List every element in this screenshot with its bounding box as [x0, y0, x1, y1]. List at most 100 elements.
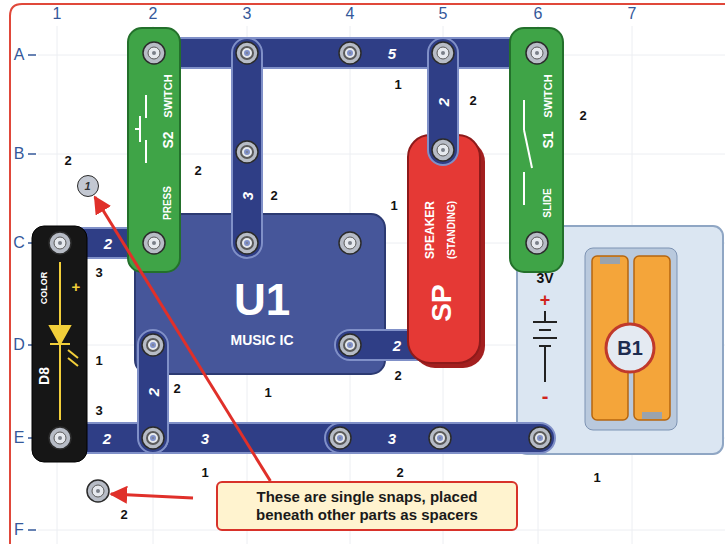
snap — [526, 42, 548, 64]
part-label: SP — [428, 284, 456, 321]
snap-wire — [325, 423, 555, 453]
snap — [339, 334, 361, 356]
snap-wire — [428, 38, 458, 165]
battery-badge — [606, 324, 654, 372]
single-snap: 1 — [77, 175, 99, 197]
wire-number: 2 — [436, 98, 451, 106]
wire-number: 3 — [201, 431, 209, 446]
part-label: COLOR — [40, 272, 49, 305]
color-led — [32, 226, 87, 462]
snap — [143, 232, 165, 254]
grid-label: 1 — [53, 6, 62, 22]
diode-lead — [59, 262, 61, 326]
snap-wires — [45, 38, 555, 453]
snap — [339, 334, 361, 356]
snap — [432, 42, 454, 64]
light-arrow — [68, 350, 78, 358]
snap — [339, 42, 361, 64]
level-number: 1 — [390, 199, 397, 212]
level-number: 2 — [173, 382, 180, 395]
level-number: 3 — [95, 266, 102, 279]
row-tick — [28, 344, 32, 346]
part-label: PRESS — [163, 186, 173, 220]
grid-label: C — [13, 235, 25, 251]
part-label: SWITCH — [163, 74, 174, 117]
snap — [339, 232, 361, 254]
wire-number: 3 — [388, 431, 396, 446]
snap-wire — [138, 423, 355, 453]
snap — [236, 232, 258, 254]
level-number: 3 — [95, 404, 102, 417]
wire-number: 5 — [388, 46, 396, 61]
grid-label: F — [14, 522, 24, 538]
snap — [236, 42, 258, 64]
leader-arrow — [111, 494, 193, 498]
part-label: + — [72, 279, 81, 294]
level-number: 2 — [120, 508, 127, 521]
grid-label: E — [14, 430, 25, 446]
snap-wire: 3 — [138, 423, 355, 453]
battery-case — [585, 248, 677, 430]
level-number: 2 — [64, 154, 71, 167]
battery-plate — [539, 329, 551, 331]
grid-label: 4 — [346, 6, 355, 22]
snap — [236, 42, 258, 64]
battery-holder: 3V+-B1 — [517, 226, 723, 454]
grid-label: 2 — [149, 6, 158, 22]
snap — [142, 427, 164, 449]
part-label: D8 — [37, 367, 51, 385]
diode-triangle — [50, 326, 70, 344]
speaker: SPEAKER(STANDING)SP — [408, 135, 480, 363]
grid-label: 3 — [243, 6, 252, 22]
level-number: 2 — [270, 189, 277, 202]
snap-wire — [45, 423, 168, 453]
grid-label: 7 — [628, 6, 637, 22]
snap — [432, 42, 454, 64]
snap-wire: 5 — [140, 38, 552, 68]
snap-number: 1 — [84, 180, 90, 191]
level-number: 1 — [201, 466, 208, 479]
snap — [142, 42, 164, 64]
snap-wire — [232, 38, 262, 258]
switch-plunger — [135, 128, 140, 130]
wire-number: 2 — [104, 236, 112, 251]
battery-symbol — [533, 311, 557, 382]
snap — [432, 139, 454, 161]
snap — [49, 232, 71, 254]
level-number: 2 — [396, 466, 403, 479]
part-label: SPEAKER — [424, 201, 436, 259]
switch-body — [510, 28, 563, 272]
snap — [142, 334, 164, 356]
battery-lead — [544, 346, 546, 382]
single-snap — [87, 480, 109, 502]
level-number: 1 — [95, 354, 102, 367]
grid-label: 6 — [534, 6, 543, 22]
switch-lead — [145, 95, 147, 118]
snap-wire — [138, 330, 168, 453]
led-body — [32, 226, 87, 462]
snap — [142, 427, 164, 449]
wire-number: 2 — [103, 431, 111, 446]
snap-wire-group — [428, 38, 458, 165]
switch-lead — [145, 140, 147, 163]
snap — [236, 232, 258, 254]
row-tick — [28, 529, 36, 531]
snap — [49, 427, 71, 449]
level-number: 1 — [593, 471, 600, 484]
part-label: + — [540, 291, 551, 309]
part-label: B1 — [617, 338, 643, 358]
slide-switch-symbol — [524, 100, 532, 205]
speaker-body — [408, 135, 480, 363]
switch-lead — [523, 172, 525, 205]
battery-plate — [533, 337, 557, 339]
press-switch — [128, 28, 180, 272]
part-label: 3V — [536, 271, 553, 285]
grid-lines — [38, 26, 725, 544]
switch-body — [128, 28, 180, 272]
snap — [529, 427, 551, 449]
row-tick — [28, 54, 36, 56]
speaker — [408, 135, 485, 368]
